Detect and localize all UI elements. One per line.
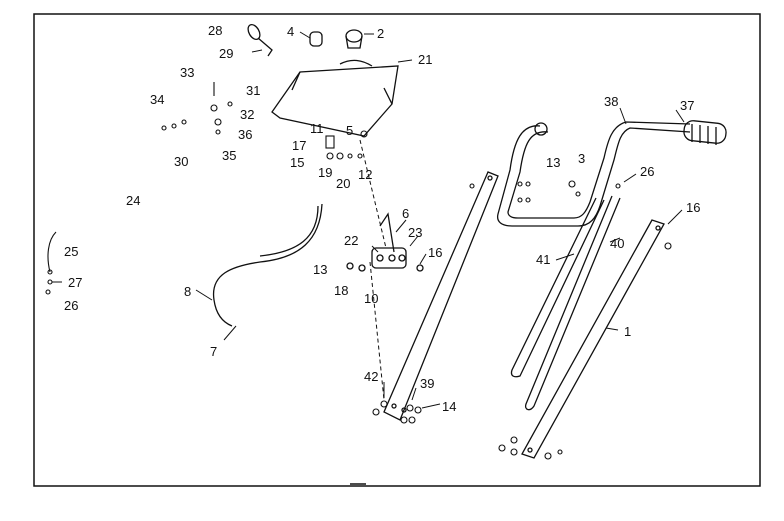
handle-bar-part-40 — [524, 195, 621, 411]
hardware-group-11-20 — [325, 130, 368, 160]
control-cable-part-8 — [212, 203, 323, 327]
label-16-right: 16 — [686, 200, 700, 215]
knob-part-4 — [309, 31, 323, 47]
label-38: 38 — [604, 94, 618, 109]
label-26-lower: 26 — [64, 298, 78, 313]
label-41: 41 — [536, 252, 550, 267]
label-5: 5 — [346, 123, 353, 138]
label-37: 37 — [680, 98, 694, 113]
hardware-group-25-27 — [45, 231, 57, 295]
label-23: 23 — [408, 225, 422, 240]
label-24: 24 — [126, 193, 140, 208]
label-8: 8 — [184, 284, 191, 299]
label-10: 10 — [364, 291, 378, 306]
label-17: 17 — [292, 138, 306, 153]
label-29: 29 — [219, 46, 233, 61]
label-25: 25 — [64, 244, 78, 259]
handle-bar-part-41 — [510, 197, 605, 378]
label-13-lower: 13 — [313, 262, 327, 277]
handle-bar-part-1 — [521, 219, 665, 459]
upper-handle-part-38 — [496, 121, 691, 227]
control-bracket-part-21 — [271, 59, 399, 137]
label-20: 20 — [336, 176, 350, 191]
label-31: 31 — [246, 83, 260, 98]
label-32: 32 — [240, 107, 254, 122]
label-40: 40 — [610, 236, 624, 251]
label-16-center: 16 — [428, 245, 442, 260]
label-18: 18 — [334, 283, 348, 298]
label-7: 7 — [210, 344, 217, 359]
hardware-group-30-36 — [161, 82, 233, 135]
label-12: 12 — [358, 167, 372, 182]
label-36: 36 — [238, 127, 252, 142]
label-4: 4 — [287, 24, 294, 39]
label-42: 42 — [364, 369, 378, 384]
part-labels: 28 4 2 29 21 33 34 31 32 36 35 30 11 5 1… — [64, 23, 700, 414]
diagram-border — [33, 13, 761, 487]
label-27: 27 — [68, 275, 82, 290]
label-19: 19 — [318, 165, 332, 180]
label-11: 11 — [310, 121, 324, 136]
leader-lines — [52, 31, 685, 409]
link-rod-dashed — [359, 139, 387, 249]
link-rod-dashed-lower — [369, 261, 385, 401]
knob-part-28 — [247, 23, 273, 57]
label-1: 1 — [624, 324, 631, 339]
lever-assembly-6-23 — [346, 212, 424, 272]
label-39: 39 — [420, 376, 434, 391]
label-30: 30 — [174, 154, 188, 169]
lower-handle-bar-left — [383, 171, 499, 421]
handle-grip-part-37 — [683, 120, 727, 145]
knob-part-2 — [345, 29, 363, 49]
hardware-group-42-39-14 — [372, 400, 422, 424]
label-15: 15 — [290, 155, 304, 170]
label-22: 22 — [344, 233, 358, 248]
label-14: 14 — [442, 399, 456, 414]
label-13-upper: 13 — [546, 155, 560, 170]
label-35: 35 — [222, 148, 236, 163]
label-34: 34 — [150, 92, 164, 107]
label-28: 28 — [208, 23, 222, 38]
label-21: 21 — [418, 52, 432, 67]
label-33: 33 — [180, 65, 194, 80]
label-6: 6 — [402, 206, 409, 221]
hardware-group-bottom-right — [498, 436, 563, 460]
label-26-upper: 26 — [640, 164, 654, 179]
label-3: 3 — [578, 151, 585, 166]
hardware-group-13-3-26 — [469, 180, 672, 250]
label-2: 2 — [377, 26, 384, 41]
